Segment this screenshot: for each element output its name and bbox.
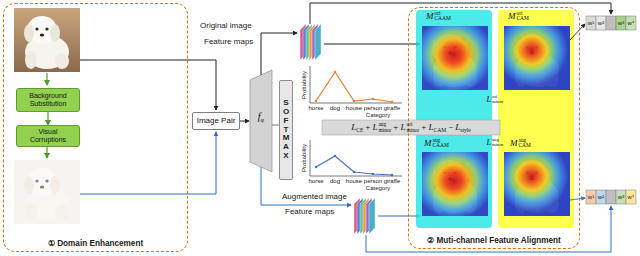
weight-cell: w¹ [588, 20, 594, 26]
tick-label: giraffe [384, 178, 401, 184]
math-symbol: L [487, 139, 491, 147]
math-label: MoriCAAM [426, 11, 451, 22]
math-symbol: L [372, 123, 377, 132]
weight-cell: w² [598, 194, 604, 200]
region-title-holder: ② Muti-channel Feature Alignment [409, 235, 579, 245]
stream-label: Augmented image [282, 193, 347, 201]
tick-label: house [346, 105, 362, 111]
math-subscript: CAM [519, 143, 531, 148]
weight-cell: w⁴ [628, 20, 635, 26]
region-title-holder: ① Domain Enhancement [4, 238, 187, 248]
process-box: Visual Corruptions [16, 125, 80, 147]
math-symbol: M [424, 139, 432, 148]
connector-arrow [47, 112, 48, 125]
math-subscript: style [460, 128, 471, 134]
math-script-stack: oriCAAM [435, 11, 451, 22]
math-subscript: CAM [517, 16, 529, 21]
weight-cell: w⁴ [628, 194, 635, 200]
process-box: Background Substitution [16, 88, 80, 112]
math-symbol: L [455, 123, 460, 132]
weight-cell: w¹ [588, 194, 594, 200]
math-symbol: + [393, 123, 398, 132]
math-symbol: − [448, 123, 453, 132]
input-box: Image Pair [192, 112, 240, 130]
tick-label: horse [308, 178, 323, 184]
weight-cell: w² [598, 20, 604, 26]
axis-title: Category [366, 112, 390, 118]
math-script-stack: oriCAM [517, 11, 529, 22]
math-script-stack: augminor [492, 138, 503, 148]
math-symbol: L [428, 123, 433, 132]
math-symbol: + [421, 123, 426, 132]
softmax-box: SOFTMAX [279, 80, 293, 180]
math-subscript: CAM [433, 128, 446, 134]
node-label: Image Pair [197, 116, 236, 125]
math-subscript: minor [492, 143, 503, 148]
math-label: fφ [258, 112, 264, 122]
stream-label: Feature maps [285, 208, 334, 216]
math-script-stack: oriminor [492, 95, 503, 105]
math-symbol: L [487, 96, 491, 104]
tick-label: dog [330, 105, 340, 111]
math-subscript: CAAM [433, 143, 449, 148]
math-symbol: M [426, 12, 434, 21]
tick-label: horse [308, 105, 323, 111]
math-label: Loriminor [487, 95, 504, 105]
math-symbol: + [365, 123, 370, 132]
math-symbol: M [508, 12, 516, 21]
weight-cell: w³ [618, 20, 624, 26]
node-label: Visual Corruptions [20, 128, 76, 144]
math-label: Laugminor [487, 138, 504, 148]
math-subscript: CAAM [435, 16, 451, 21]
math-script-stack: augminor [378, 122, 391, 133]
math-symbol: L [351, 123, 356, 132]
math-label: MoriCAM [508, 11, 529, 22]
node-label: SOFTMAX [282, 99, 290, 161]
axis-title: Probability [301, 71, 307, 99]
tick-label: house [346, 178, 362, 184]
math-label: MaugCAAM [424, 138, 449, 149]
math-label: MaugCAM [510, 138, 531, 149]
axis-title: Probability [301, 144, 307, 172]
tick-label: person [364, 178, 382, 184]
region-title: ① Domain Enhancement [48, 239, 143, 248]
region-title: ② Muti-channel Feature Alignment [427, 236, 561, 245]
tick-label: dog [330, 178, 340, 184]
node-label: Background Substitution [20, 92, 76, 108]
math-symbol: M [510, 139, 518, 148]
math-subscript: minor [378, 128, 391, 133]
math-subscript: CE [356, 128, 363, 134]
math-subscript: minor [406, 128, 419, 133]
math-symbol: L [400, 123, 405, 132]
math-label: LCE+Laugminor+Loriminor+LCAM−Lstyle [351, 122, 471, 133]
weight-cell: w³ [618, 194, 624, 200]
stream-label: Original image [200, 22, 252, 30]
math-subscript: φ [261, 117, 265, 123]
math-subscript: minor [492, 100, 503, 105]
stream-label: Feature maps [204, 38, 253, 46]
math-script-stack: augCAAM [433, 138, 449, 149]
math-script-stack: oriminor [406, 122, 419, 133]
math-script-stack: augCAM [519, 138, 531, 149]
math-symbol: f [258, 112, 261, 122]
domain-enhancement-region: ① Domain Enhancement Background Substitut… [3, 3, 188, 252]
tick-label: person [364, 105, 382, 111]
tick-label: giraffe [384, 105, 401, 111]
axis-title: Category [366, 185, 390, 191]
